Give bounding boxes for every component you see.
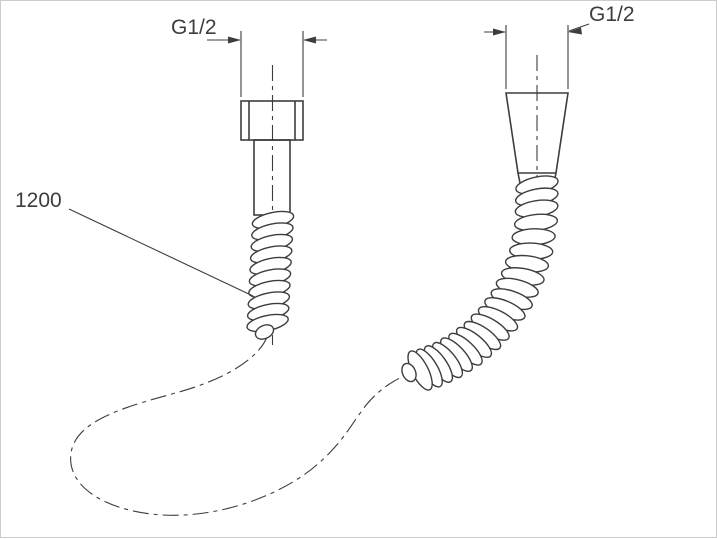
right-thread-dimension: G1/2	[484, 3, 635, 89]
left-thread-dimension: G1/2	[171, 16, 327, 97]
right-dim-arrow-left	[493, 28, 506, 36]
right-hose-end-tip	[401, 362, 417, 383]
left-thread-label: G1/2	[171, 16, 217, 39]
hose-length-callout: 1200	[15, 189, 254, 297]
hose-loop-centerline	[70, 336, 405, 516]
left-hose-end-tip	[254, 324, 275, 340]
right-dim-arrow-right	[568, 27, 582, 35]
hose-length-label: 1200	[15, 189, 62, 212]
hose-length-leader-line	[68, 208, 254, 297]
left-dim-arrow-right	[303, 36, 316, 44]
right-thread-label: G1/2	[589, 3, 635, 26]
right-hose-coil	[401, 175, 559, 391]
left-dim-arrow-left	[228, 36, 241, 44]
left-hose-coil	[246, 210, 295, 340]
